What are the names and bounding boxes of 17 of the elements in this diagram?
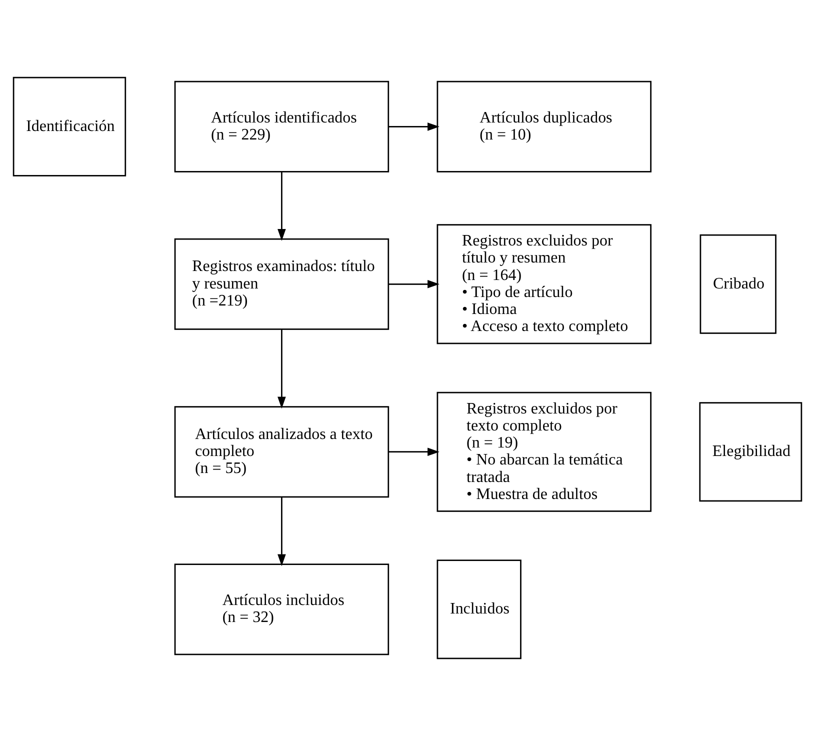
arrow bbox=[388, 122, 439, 130]
arrow bbox=[277, 329, 286, 408]
node-box: Registros excluidos por texto completo (n = 19) • No abarcan la temática tratada • Muestra de adultos bbox=[436, 391, 651, 512]
arrow bbox=[388, 447, 439, 456]
node-box: Cribado bbox=[699, 234, 776, 334]
arrow bbox=[277, 171, 286, 240]
node-box: Incluidos bbox=[436, 559, 521, 659]
node-box: Artículos identificados (n = 229) bbox=[174, 80, 389, 172]
arrow bbox=[277, 496, 286, 566]
node-box: Registros excluidos por título y resumen (n = 164) • Tipo de artículo • Idioma • Acceso a texto completo bbox=[436, 224, 651, 344]
node-box: Identificación bbox=[12, 76, 126, 176]
node-box: Elegibilidad bbox=[698, 402, 802, 502]
arrow bbox=[388, 279, 439, 288]
node-box: Artículos analizados a texto completo (n = 55) bbox=[174, 406, 389, 498]
node-box: Registros examinados: título y resumen (n =219) bbox=[174, 238, 389, 330]
node-box: Artículos duplicados (n = 10) bbox=[436, 80, 651, 172]
node-box: Artículos incluidos (n = 32) bbox=[174, 563, 389, 655]
